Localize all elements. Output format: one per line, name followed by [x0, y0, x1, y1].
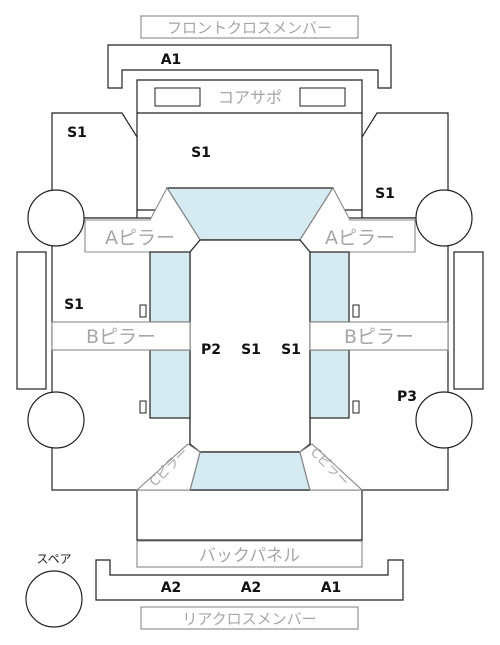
front-left-window — [149, 251, 191, 323]
rear-left-window — [149, 349, 191, 419]
roof-left-code: S1 — [241, 342, 261, 358]
b-pillar-left-label: Bピラー — [86, 326, 156, 348]
rear-right-door-handle — [352, 400, 360, 414]
spare-label: スペア — [36, 552, 71, 566]
core-support-label: コアサポ — [218, 88, 282, 107]
rear-left-door-handle — [139, 400, 147, 414]
roof-right-code: S1 — [281, 342, 301, 358]
rear-bumper-left-code: A2 — [161, 580, 182, 596]
front-left-wheel — [27, 189, 85, 247]
front-right-fender-code: S1 — [375, 186, 395, 202]
rear-bumper-center-code: A2 — [241, 580, 262, 596]
hood-code: S1 — [191, 145, 211, 161]
front-left-fender-code: S1 — [67, 125, 87, 141]
front-cross-member-bar — [140, 15, 359, 39]
rear-cross-member-label: リアクロスメンバー — [182, 610, 316, 628]
a-pillar-left-label: Aピラー — [105, 227, 175, 249]
front-bumper — [107, 44, 392, 89]
rear-bumper-right-code: A1 — [321, 580, 342, 596]
rear-cross-member-bar — [140, 606, 359, 630]
back-panel-label: バックパネル — [199, 546, 300, 566]
rear-window — [189, 451, 311, 491]
b-pillar-right — [309, 321, 449, 351]
rear-right-door-code: P3 — [397, 389, 417, 405]
front-right-wheel — [415, 189, 473, 247]
front-right-window — [309, 251, 350, 323]
right-mirror — [453, 251, 484, 390]
trunk — [136, 489, 363, 541]
c-pillar-left — [135, 443, 201, 491]
rear-right-wheel — [415, 391, 473, 449]
headlight-left — [154, 87, 201, 107]
headlight-right — [299, 87, 346, 107]
a-pillar-right-label: Aピラー — [325, 227, 395, 249]
front-bumper-code: A1 — [161, 52, 182, 68]
b-pillar-right-label: Bピラー — [344, 326, 414, 348]
left-mirror — [16, 251, 47, 390]
spare-tire — [25, 570, 83, 628]
front-cross-member-label: フロントクロスメンバー — [167, 19, 332, 37]
c-pillar-right — [299, 443, 364, 491]
roof-post-code: P2 — [201, 342, 221, 358]
rear-left-wheel — [27, 391, 85, 449]
front-right-door-handle — [352, 304, 360, 318]
rear-right-window — [309, 349, 350, 419]
back-panel-bar — [136, 540, 363, 568]
front-left-door-handle — [139, 304, 147, 318]
front-left-door-code: S1 — [64, 297, 84, 313]
rear-bumper — [95, 559, 404, 601]
b-pillar-left — [51, 321, 191, 351]
